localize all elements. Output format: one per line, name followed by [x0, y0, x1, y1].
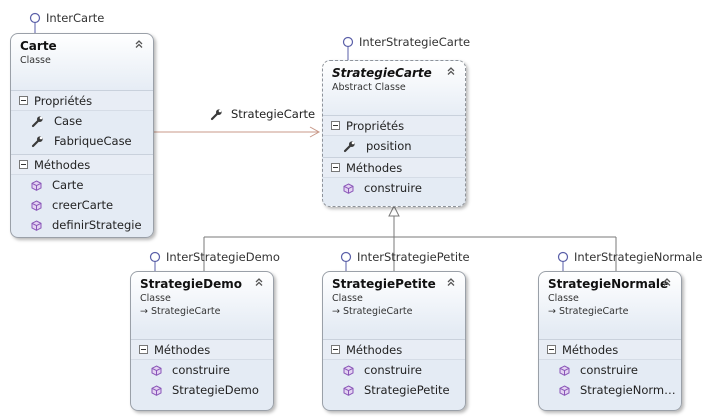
wrench-icon [210, 108, 222, 120]
interface-lollipop-icon [340, 251, 352, 263]
method-item[interactable]: Carte [11, 175, 153, 195]
section-properties[interactable]: Propriétés [11, 90, 153, 111]
class-header: Carte Classe [11, 34, 153, 90]
class-header: StrategieNormale Classe →StrategieCarte [539, 272, 681, 339]
collapse-minus-icon[interactable] [139, 345, 148, 354]
method-cube-icon [151, 384, 162, 396]
class-strategie-demo[interactable]: StrategieDemo Classe →StrategieCarte Mét… [130, 271, 274, 411]
collapse-minus-icon[interactable] [547, 345, 556, 354]
property-item[interactable]: position [323, 136, 465, 156]
method-item[interactable]: construire [323, 360, 465, 380]
collapse-chevron-icon[interactable] [252, 275, 266, 289]
inherit-arrow-icon: → [548, 306, 556, 317]
class-name: StrategieNormale [548, 277, 669, 291]
section-methods[interactable]: Méthodes [539, 339, 681, 360]
interface-label-strategie-carte[interactable]: InterStrategieCarte [342, 32, 470, 52]
interface-name: InterStrategiePetite [357, 250, 470, 264]
interface-name: InterCarte [46, 11, 105, 25]
collapse-minus-icon[interactable] [331, 163, 340, 172]
section-methods[interactable]: Méthodes [323, 339, 465, 360]
method-item[interactable]: construire [539, 360, 681, 380]
class-name: Carte [20, 39, 57, 53]
collapse-minus-icon[interactable] [19, 96, 28, 105]
section-methods[interactable]: Méthodes [131, 339, 273, 360]
class-kind: Classe [548, 293, 579, 304]
method-item[interactable]: StrategieNorm… [539, 380, 681, 400]
method-cube-icon [31, 199, 42, 211]
method-cube-icon [559, 364, 570, 376]
class-inherits: →StrategieCarte [332, 306, 413, 317]
interface-name: InterStrategieNormale [574, 250, 703, 264]
method-cube-icon [31, 179, 42, 191]
inheritance-triangle [388, 204, 400, 217]
interface-name: InterStrategieCarte [359, 35, 471, 49]
collapse-minus-icon[interactable] [19, 160, 28, 169]
interface-lollipop-icon [557, 251, 569, 263]
method-cube-icon [31, 219, 42, 231]
association-label[interactable]: StrategieCarte [210, 107, 315, 121]
class-name: StrategiePetite [332, 277, 436, 291]
section-methods[interactable]: Méthodes [11, 154, 153, 175]
method-item[interactable]: creerCarte [11, 195, 153, 215]
class-kind: Abstract Classe [332, 82, 406, 93]
method-item[interactable]: construire [131, 360, 273, 380]
method-cube-icon [151, 364, 162, 376]
section-methods[interactable]: Méthodes [323, 157, 465, 178]
inherit-arrow-icon: → [140, 306, 148, 317]
class-header: StrategieCarte Abstract Classe [323, 61, 465, 115]
method-cube-icon [343, 364, 354, 376]
section-properties[interactable]: Propriétés [323, 115, 465, 136]
method-cube-icon [559, 384, 570, 396]
interface-label-demo[interactable]: InterStrategieDemo [149, 247, 280, 267]
class-inherits: →StrategieCarte [548, 306, 629, 317]
property-item[interactable]: Case [11, 111, 153, 131]
class-inherits: →StrategieCarte [140, 306, 221, 317]
interface-label-normale[interactable]: InterStrategieNormale [557, 247, 702, 267]
class-strategie-petite[interactable]: StrategiePetite Classe →StrategieCarte M… [322, 271, 466, 411]
class-strategie-carte[interactable]: StrategieCarte Abstract Classe Propriété… [322, 60, 466, 207]
class-strategie-normale[interactable]: StrategieNormale Classe →StrategieCarte … [538, 271, 682, 411]
method-item[interactable]: construire [323, 178, 465, 198]
association-arrowhead [309, 126, 321, 138]
wrench-icon [343, 140, 355, 152]
interface-lollipop-icon [342, 36, 354, 48]
class-name: StrategieDemo [140, 277, 242, 291]
class-kind: Classe [20, 55, 51, 66]
collapse-chevron-icon[interactable] [132, 37, 146, 51]
collapse-chevron-icon[interactable] [444, 64, 458, 78]
method-cube-icon [343, 384, 354, 396]
class-header: StrategiePetite Classe →StrategieCarte [323, 272, 465, 339]
wrench-icon [31, 135, 43, 147]
class-kind: Classe [140, 293, 171, 304]
interface-lollipop-icon [29, 12, 41, 24]
collapse-minus-icon[interactable] [331, 345, 340, 354]
method-item[interactable]: StrategiePetite [323, 380, 465, 400]
association-name: StrategieCarte [231, 107, 316, 121]
inherit-arrow-icon: → [332, 306, 340, 317]
class-header: StrategieDemo Classe →StrategieCarte [131, 272, 273, 339]
collapse-minus-icon[interactable] [331, 121, 340, 130]
collapse-chevron-icon[interactable] [660, 275, 674, 289]
method-cube-icon [343, 182, 354, 194]
property-item[interactable]: FabriqueCase [11, 131, 153, 151]
interface-lollipop-icon [149, 251, 161, 263]
interface-name: InterStrategieDemo [166, 250, 280, 264]
class-carte[interactable]: Carte Classe Propriétés Case FabriqueCas… [10, 33, 154, 238]
interface-label-carte[interactable]: InterCarte [29, 8, 104, 28]
class-kind: Classe [332, 293, 363, 304]
collapse-chevron-icon[interactable] [444, 275, 458, 289]
method-item[interactable]: definirStrategie [11, 215, 153, 235]
wrench-icon [31, 115, 43, 127]
class-name: StrategieCarte [332, 66, 432, 80]
method-item[interactable]: StrategieDemo [131, 380, 273, 400]
interface-label-petite[interactable]: InterStrategiePetite [340, 247, 470, 267]
